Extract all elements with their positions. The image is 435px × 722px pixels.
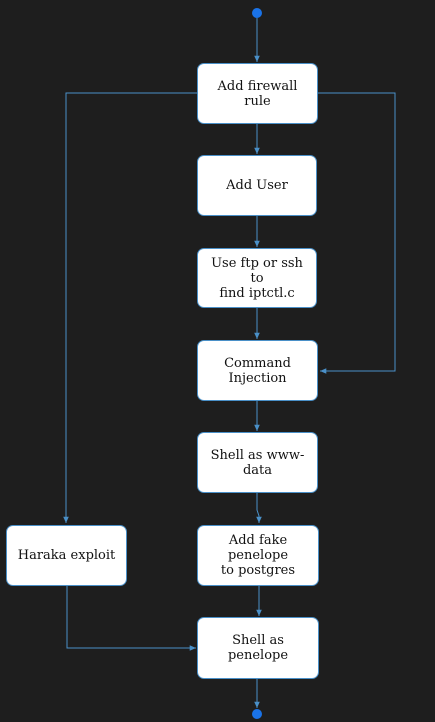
node-add-firewall-rule: Add firewall rule — [197, 63, 318, 124]
node-label: Add User — [226, 178, 288, 193]
node-command-injection: Command Injection — [197, 340, 318, 401]
node-use-ftp-or-ssh: Use ftp or ssh to find iptctl.c — [197, 248, 317, 308]
edge-haraka-to-shell-penelope — [66, 585, 196, 651]
edge-firewall-to-haraka — [63, 92, 198, 523]
node-label: Haraka exploit — [17, 548, 116, 563]
edge-firewall-to-command-injection — [317, 92, 396, 374]
node-label: Command Injection — [224, 355, 291, 386]
node-label: Shell as penelope — [227, 633, 289, 663]
node-haraka-exploit: Haraka exploit — [6, 525, 127, 586]
node-label: Add fake penelope to postgres — [220, 533, 296, 578]
node-label: Shell as www-data — [210, 447, 305, 478]
node-label: Use ftp or ssh to find iptctl.c — [211, 255, 303, 301]
end-node — [252, 709, 262, 719]
start-node — [252, 8, 262, 18]
node-add-user: Add User — [197, 155, 317, 216]
node-add-fake-penelope: Add fake penelope to postgres — [197, 525, 319, 586]
edge-shell-www-to-fake-penelope — [256, 492, 262, 523]
node-shell-as-penelope: Shell as penelope — [197, 617, 319, 679]
node-label: Add firewall rule — [217, 78, 298, 109]
node-shell-as-www-data: Shell as www-data — [197, 432, 318, 493]
